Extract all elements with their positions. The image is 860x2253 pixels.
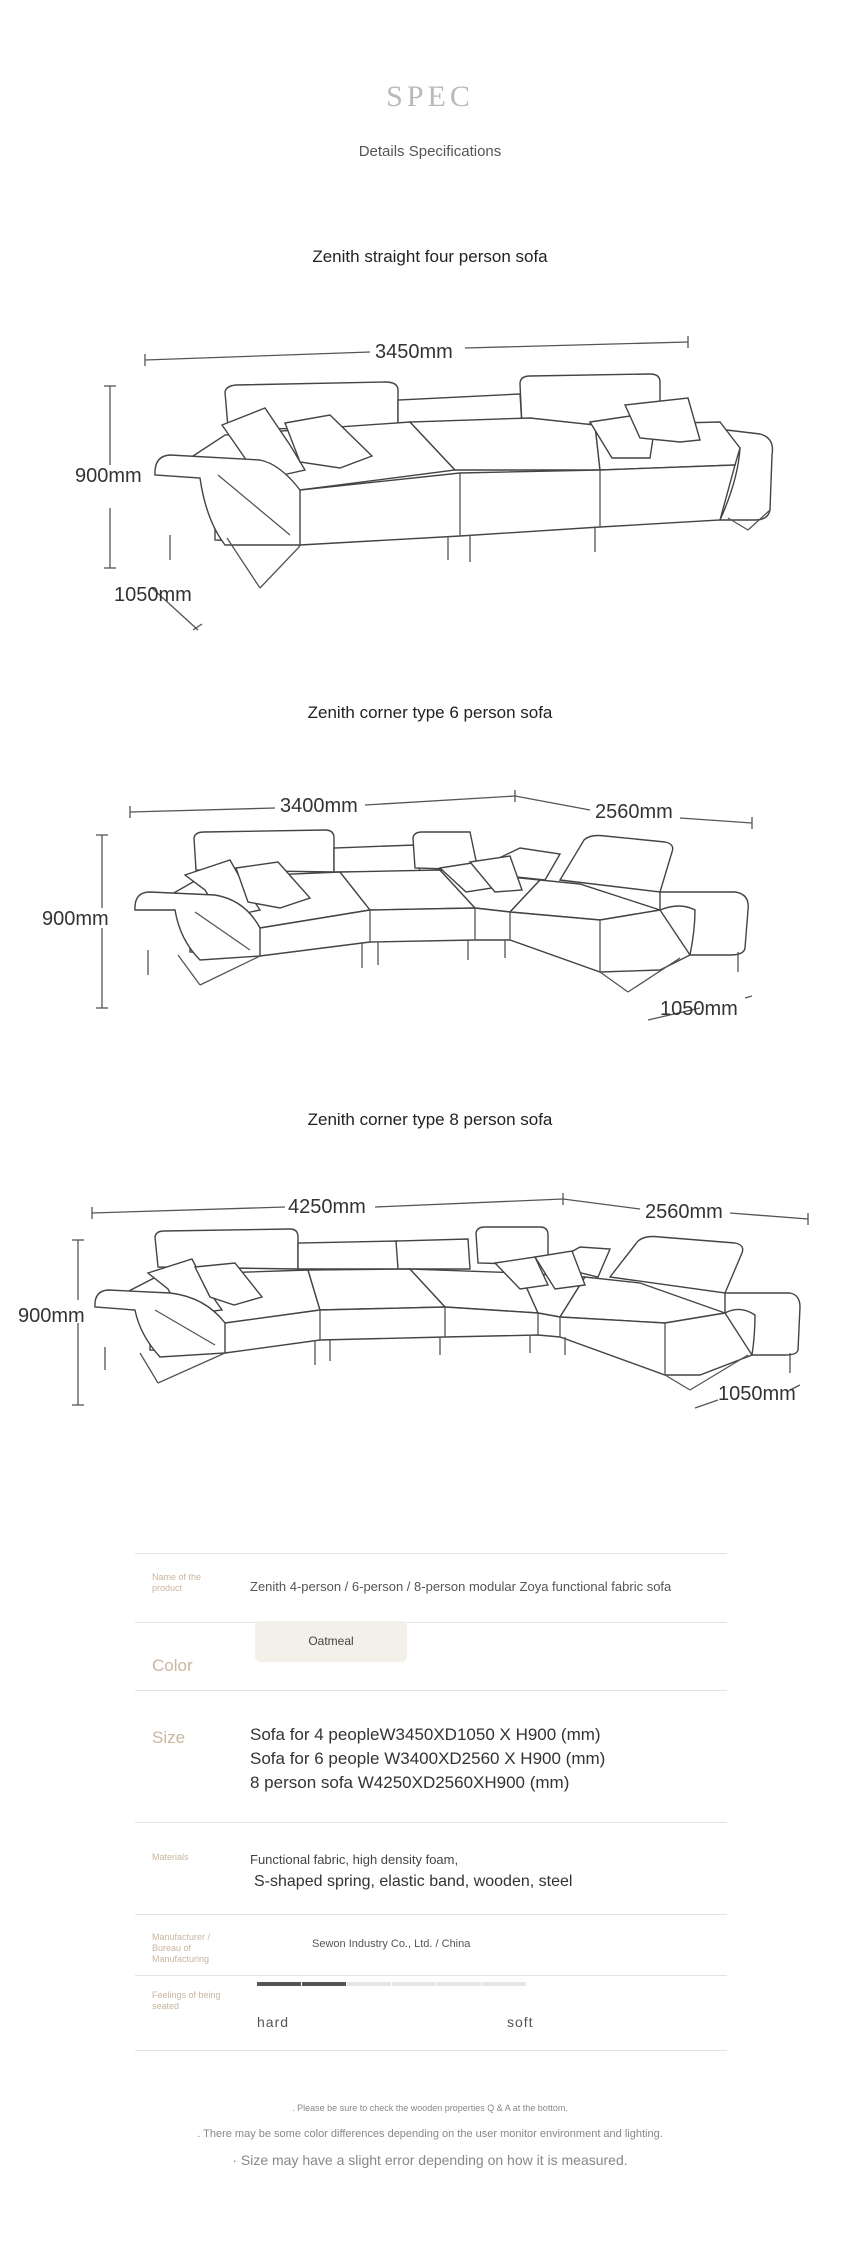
sofa2-side-label: 2560mm xyxy=(595,801,673,823)
divider xyxy=(135,1975,727,1976)
sofa-drawing-straight: 3450mm 900mm 1050mm xyxy=(75,336,774,631)
feeling-label: Feelings of being seated xyxy=(152,1990,221,2011)
size-line-6p: Sofa for 6 people W3400XD2560 X H900 (mm… xyxy=(250,1749,606,1768)
size-values: Sofa for 4 peopleW3450XD1050 X H900 (mm)… xyxy=(250,1723,605,1795)
divider xyxy=(135,1690,727,1691)
feeling-min-label: hard xyxy=(257,2014,290,2030)
product-name-value: Zenith 4-person / 6-person / 8-person mo… xyxy=(250,1579,672,1594)
feeling-segment xyxy=(392,1982,436,1986)
size-label: Size xyxy=(152,1728,186,1747)
manufacturer-value: Sewon Industry Co., Ltd. / China xyxy=(312,1938,471,1950)
sofa2-depth-label: 1050mm xyxy=(660,998,738,1020)
feeling-max-label: soft xyxy=(507,2014,534,2030)
manufacturer-label: Manufacturer / Bureau of Manufacturing xyxy=(152,1932,211,1964)
divider xyxy=(135,1914,727,1915)
sofa3-side-label: 2560mm xyxy=(645,1201,723,1223)
feeling-segment xyxy=(482,1982,526,1986)
materials-values: Functional fabric, high density foam, S-… xyxy=(250,1850,572,1894)
divider xyxy=(135,1822,727,1823)
sofa-title-straight: Zenith straight four person sofa xyxy=(312,247,548,266)
divider xyxy=(135,2050,727,2051)
materials-line-2: S-shaped spring, elastic band, wooden, s… xyxy=(254,1873,573,1890)
color-chip[interactable]: Oatmeal xyxy=(255,1621,407,1662)
feeling-segment xyxy=(437,1982,481,1986)
sofa3-depth-label: 1050mm xyxy=(718,1383,796,1405)
feeling-segment xyxy=(257,1982,301,1986)
materials-label: Materials xyxy=(152,1852,189,1862)
sofa1-width-label: 3450mm xyxy=(375,341,453,363)
color-label: Color xyxy=(152,1656,193,1675)
divider xyxy=(135,1553,727,1554)
sofa2-width-label: 3400mm xyxy=(280,795,358,817)
note-3: · Size may have a slight error depending… xyxy=(232,2152,628,2168)
sofa-title-corner6: Zenith corner type 6 person sofa xyxy=(307,703,553,722)
sofa1-height-label: 900mm xyxy=(75,465,142,487)
feeling-segment xyxy=(302,1982,346,1986)
page-title: SPEC xyxy=(386,80,474,113)
sofa-drawing-corner8: 4250mm 2560mm 900mm 1050mm xyxy=(18,1193,809,1409)
note-1: . Please be sure to check the wooden pro… xyxy=(292,2103,568,2113)
sofa3-width-label: 4250mm xyxy=(288,1196,366,1218)
materials-line-1: Functional fabric, high density foam, xyxy=(250,1852,459,1867)
feeling-segment xyxy=(347,1982,391,1986)
product-name-label: Name of the product xyxy=(152,1572,202,1593)
size-line-8p: 8 person sofa W4250XD2560XH900 (mm) xyxy=(250,1773,570,1792)
sofa3-height-label: 900mm xyxy=(18,1305,85,1327)
divider xyxy=(135,1622,727,1623)
note-2: . There may be some color differences de… xyxy=(197,2128,663,2140)
page-subtitle: Details Specifications xyxy=(358,143,502,160)
sofa1-depth-label: 1050mm xyxy=(114,584,192,606)
sofa-drawing-corner6: 3400mm 2560mm 900mm 1050mm xyxy=(42,790,753,1021)
sofa2-height-label: 900mm xyxy=(42,908,109,930)
size-line-4p: Sofa for 4 peopleW3450XD1050 X H900 (mm) xyxy=(250,1725,601,1744)
sofa-title-corner8: Zenith corner type 8 person sofa xyxy=(307,1110,553,1129)
